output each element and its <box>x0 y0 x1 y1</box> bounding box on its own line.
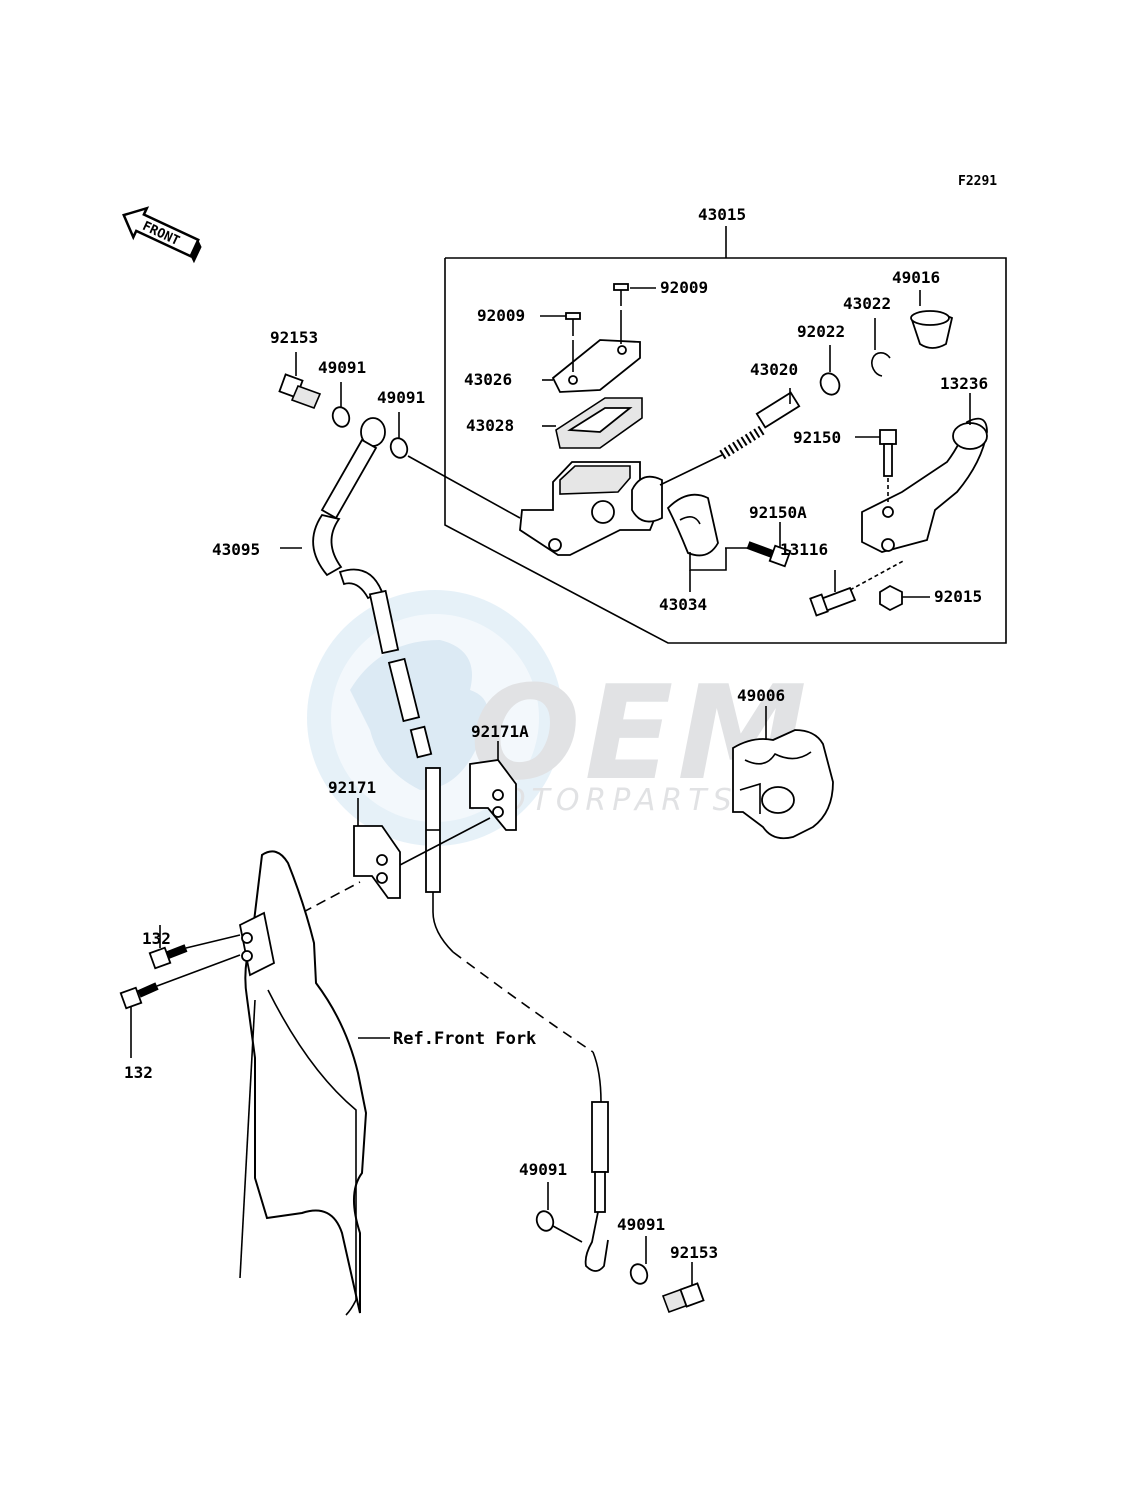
label-43095: 43095 <box>212 540 260 559</box>
piston-spring <box>719 391 801 460</box>
front-arrow-icon: FRONT <box>122 206 202 264</box>
bolt-92150A <box>746 541 792 568</box>
label-43028: 43028 <box>466 416 514 435</box>
bracket-92171A <box>469 759 517 831</box>
pivot-bolt-13116 <box>809 586 857 617</box>
washer-49091-upper-left <box>331 406 351 428</box>
brake-hose <box>312 417 609 1272</box>
washer-49091-lower-left <box>535 1210 555 1232</box>
label-49091-upper-right: 49091 <box>377 388 425 407</box>
label-43022: 43022 <box>843 294 891 313</box>
banjo-bolt-upper <box>278 373 322 410</box>
circlip-43022 <box>871 352 891 377</box>
label-132-lower: 132 <box>124 1063 153 1082</box>
master-cylinder-body <box>519 461 663 556</box>
clamp-43034 <box>666 493 719 557</box>
label-49016: 49016 <box>892 268 940 287</box>
reservoir-cover <box>551 339 641 393</box>
boot-49016 <box>910 310 954 349</box>
holder-49006 <box>732 729 834 840</box>
label-92150: 92150 <box>793 428 841 447</box>
label-13236: 13236 <box>940 374 988 393</box>
assembly-box-43015 <box>444 226 1007 644</box>
washer-49091-lower-right <box>629 1263 649 1285</box>
label-13116: 13116 <box>780 540 828 559</box>
bolt-132-upper <box>148 944 188 970</box>
label-92153-upper: 92153 <box>270 328 318 347</box>
banjo-bolt-lower <box>661 1282 705 1314</box>
nut-92015 <box>879 584 903 612</box>
label-92015: 92015 <box>934 587 982 606</box>
label-92171A: 92171A <box>471 722 529 741</box>
label-92153-lower: 92153 <box>670 1243 718 1262</box>
label-49006: 49006 <box>737 686 785 705</box>
brake-lever <box>861 417 988 553</box>
label-43015: 43015 <box>698 205 746 224</box>
washer-49091-upper-right <box>389 437 409 459</box>
label-92009-left: 92009 <box>477 306 525 325</box>
label-43034: 43034 <box>659 595 707 614</box>
label-92150A: 92150A <box>749 503 807 522</box>
front-fork <box>238 850 368 1316</box>
bolt-92150 <box>879 429 897 477</box>
washer-92022 <box>819 372 841 396</box>
label-92022: 92022 <box>797 322 845 341</box>
label-92171: 92171 <box>328 778 376 797</box>
label-49091-upper-left: 49091 <box>318 358 366 377</box>
label-132-upper: 132 <box>142 929 171 948</box>
screw-92009-left <box>565 312 581 336</box>
label-49091-lower-right: 49091 <box>617 1215 665 1234</box>
label-43020: 43020 <box>750 360 798 379</box>
part-labels: 43015 92009 92009 43026 43028 43020 9202… <box>124 205 988 1262</box>
diagram-code: F2291 <box>958 174 997 189</box>
reservoir-diaphragm <box>555 397 643 449</box>
screw-92009-right <box>613 283 629 306</box>
label-92009-right: 92009 <box>660 278 708 297</box>
reference-front-fork: Ref.Front Fork <box>393 1029 536 1049</box>
bolt-132-lower <box>119 982 159 1010</box>
label-49091-lower-left: 49091 <box>519 1160 567 1179</box>
bracket-92171 <box>353 825 401 899</box>
label-43026: 43026 <box>464 370 512 389</box>
